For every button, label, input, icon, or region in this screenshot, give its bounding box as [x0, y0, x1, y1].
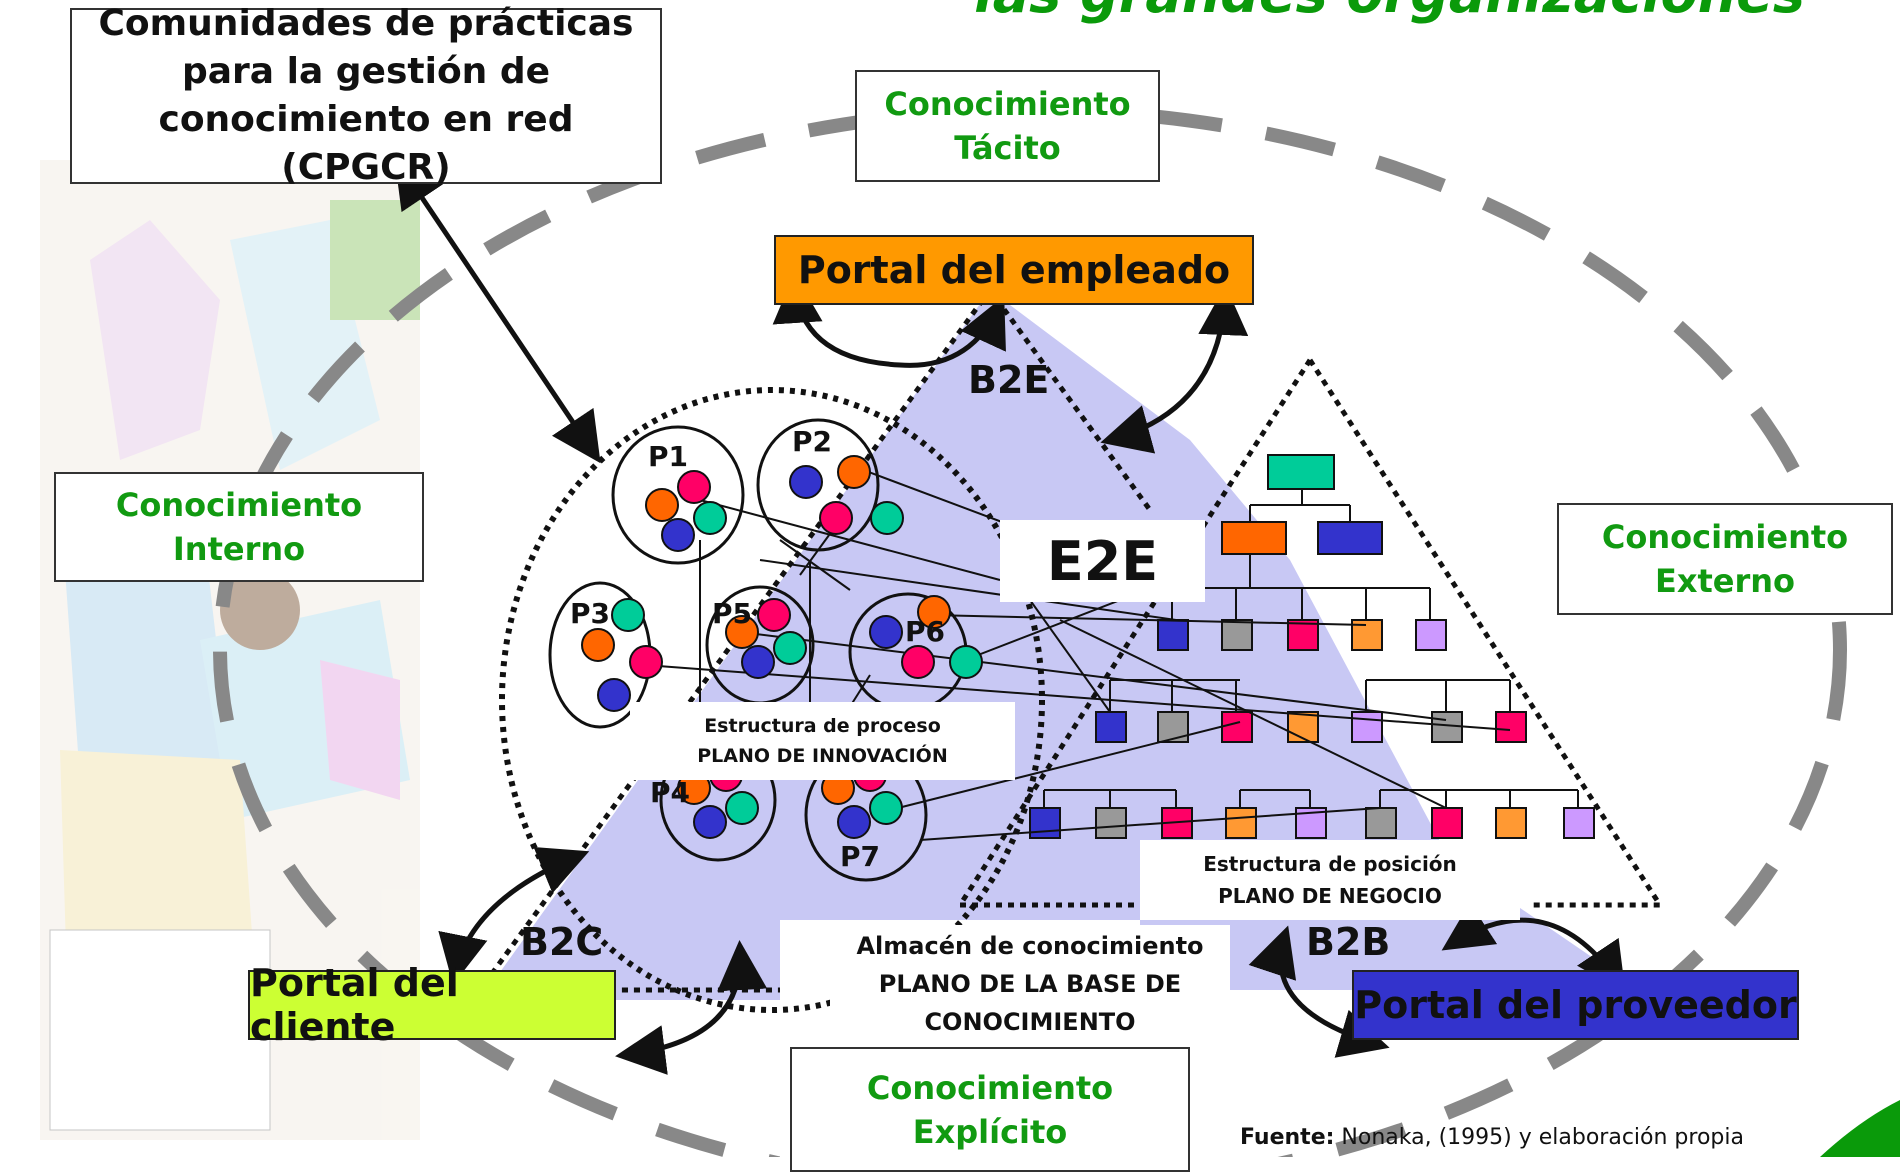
member-dot: [870, 501, 904, 535]
org-node: [1221, 521, 1287, 555]
tacit-knowledge-box: Conocimiento Tácito: [855, 70, 1160, 182]
group-label-p1: P1: [648, 440, 689, 473]
org-node: [1365, 807, 1397, 839]
plane-line: Estructura de proceso: [704, 715, 941, 737]
member-dot: [837, 455, 871, 489]
employee-portal: Portal del empleado: [774, 235, 1254, 305]
box-line: Conocimiento: [115, 486, 363, 524]
member-dot: [901, 645, 935, 679]
plane-line: PLANO DE LA BASE DE: [878, 970, 1182, 998]
member-dot: [917, 595, 951, 629]
plane-line: CONOCIMIENTO: [924, 1008, 1136, 1036]
box-line: Explícito: [912, 1112, 1068, 1151]
cpgcr-title-line: para la gestión de: [181, 51, 551, 92]
org-chart: [1043, 490, 1579, 808]
group-label-p3: P3: [570, 597, 611, 630]
member-dot: [677, 470, 711, 504]
source-prefix: Fuente:: [1240, 1125, 1335, 1150]
page-heading: las grandes organizaciones: [974, 0, 1805, 25]
org-node: [1221, 711, 1253, 743]
member-dot: [741, 645, 775, 679]
group-label-p4: P4: [650, 776, 691, 809]
group-label-p2: P2: [792, 425, 833, 458]
box-line: Conocimiento: [1601, 518, 1849, 556]
knowledge-base-plane-label: Almacén de conocimiento PLANO DE LA BASE…: [830, 925, 1230, 1043]
member-dot: [597, 678, 631, 712]
plane-line: Estructura de posición: [1203, 852, 1457, 876]
member-dot: [757, 598, 791, 632]
member-dot: [581, 628, 615, 662]
org-node: [1415, 619, 1447, 651]
plane-line: PLANO DE NEGOCIO: [1218, 884, 1442, 908]
plane-line: PLANO DE INNOVACIÓN: [697, 745, 948, 767]
org-node: [1095, 807, 1127, 839]
member-dot: [611, 598, 645, 632]
member-dot: [645, 488, 679, 522]
e2e-label: E2E: [1000, 520, 1205, 602]
client-portal: Portal del cliente: [248, 961, 616, 1049]
org-node: [1029, 807, 1061, 839]
box-line: Externo: [1654, 562, 1796, 600]
org-node: [1225, 807, 1257, 839]
org-node: [1317, 521, 1383, 555]
communities-circle: [499, 387, 1045, 1013]
cpgcr-title-line: Comunidades de prácticas: [98, 3, 634, 44]
org-node: [1157, 619, 1189, 651]
internal-knowledge-box: Conocimiento Interno: [54, 472, 424, 582]
cpgcr-title-box: Comunidades de prácticas para la gestión…: [70, 3, 662, 188]
group-label-p5: P5: [712, 597, 753, 630]
group-label-p7: P7: [840, 840, 881, 873]
business-plane-label: Estructura de posición PLANO DE NEGOCIO: [1140, 840, 1520, 920]
corner-decoration: [1820, 1100, 1900, 1157]
member-dot: [629, 645, 663, 679]
org-node: [1267, 454, 1335, 490]
org-node: [1287, 619, 1319, 651]
member-dot: [693, 805, 727, 839]
e2e-text: E2E: [1046, 529, 1159, 593]
member-dot: [693, 501, 727, 535]
member-dot: [789, 465, 823, 499]
org-node: [1351, 619, 1383, 651]
box-line: Conocimiento: [884, 85, 1131, 123]
external-knowledge-box: Conocimiento Externo: [1557, 503, 1893, 615]
cpgcr-title-line: conocimiento en red (CPGCR): [158, 99, 574, 188]
org-node: [1095, 711, 1127, 743]
explicit-knowledge-box: Conocimiento Explícito: [790, 1047, 1190, 1172]
provider-portal: Portal del proveedor: [1352, 970, 1799, 1040]
b2c-label: B2C: [520, 920, 604, 964]
b2b-label: B2B: [1306, 920, 1391, 964]
member-dot: [773, 631, 807, 665]
org-node: [1495, 711, 1527, 743]
member-dot: [725, 791, 759, 825]
source-note: Fuente: Nonaka, (1995) y elaboración pro…: [1240, 1125, 1744, 1150]
org-node: [1287, 711, 1319, 743]
box-line: Interno: [172, 530, 306, 568]
org-node: [1563, 807, 1595, 839]
member-dot: [949, 645, 983, 679]
knowledge-boundary-ellipse: [213, 103, 1847, 1157]
source-text: Nonaka, (1995) y elaboración propia: [1334, 1125, 1744, 1150]
member-dot: [869, 615, 903, 649]
innovation-plane-label: Estructura de proceso PLANO DE INNOVACIÓ…: [630, 702, 1015, 780]
group-label-p6: P6: [905, 615, 946, 648]
org-node: [1431, 807, 1463, 839]
plane-line: Almacén de conocimiento: [856, 932, 1204, 960]
org-node: [1495, 807, 1527, 839]
org-node: [1221, 619, 1253, 651]
org-node: [1351, 711, 1383, 743]
box-line: Tácito: [954, 129, 1061, 167]
box-line: Conocimiento: [866, 1068, 1114, 1107]
member-dot: [869, 791, 903, 825]
b2e-label: B2E: [968, 358, 1050, 402]
member-dot: [819, 501, 853, 535]
org-node: [1157, 711, 1189, 743]
member-dot: [661, 518, 695, 552]
member-dot: [837, 805, 871, 839]
member-dot: [725, 615, 759, 649]
